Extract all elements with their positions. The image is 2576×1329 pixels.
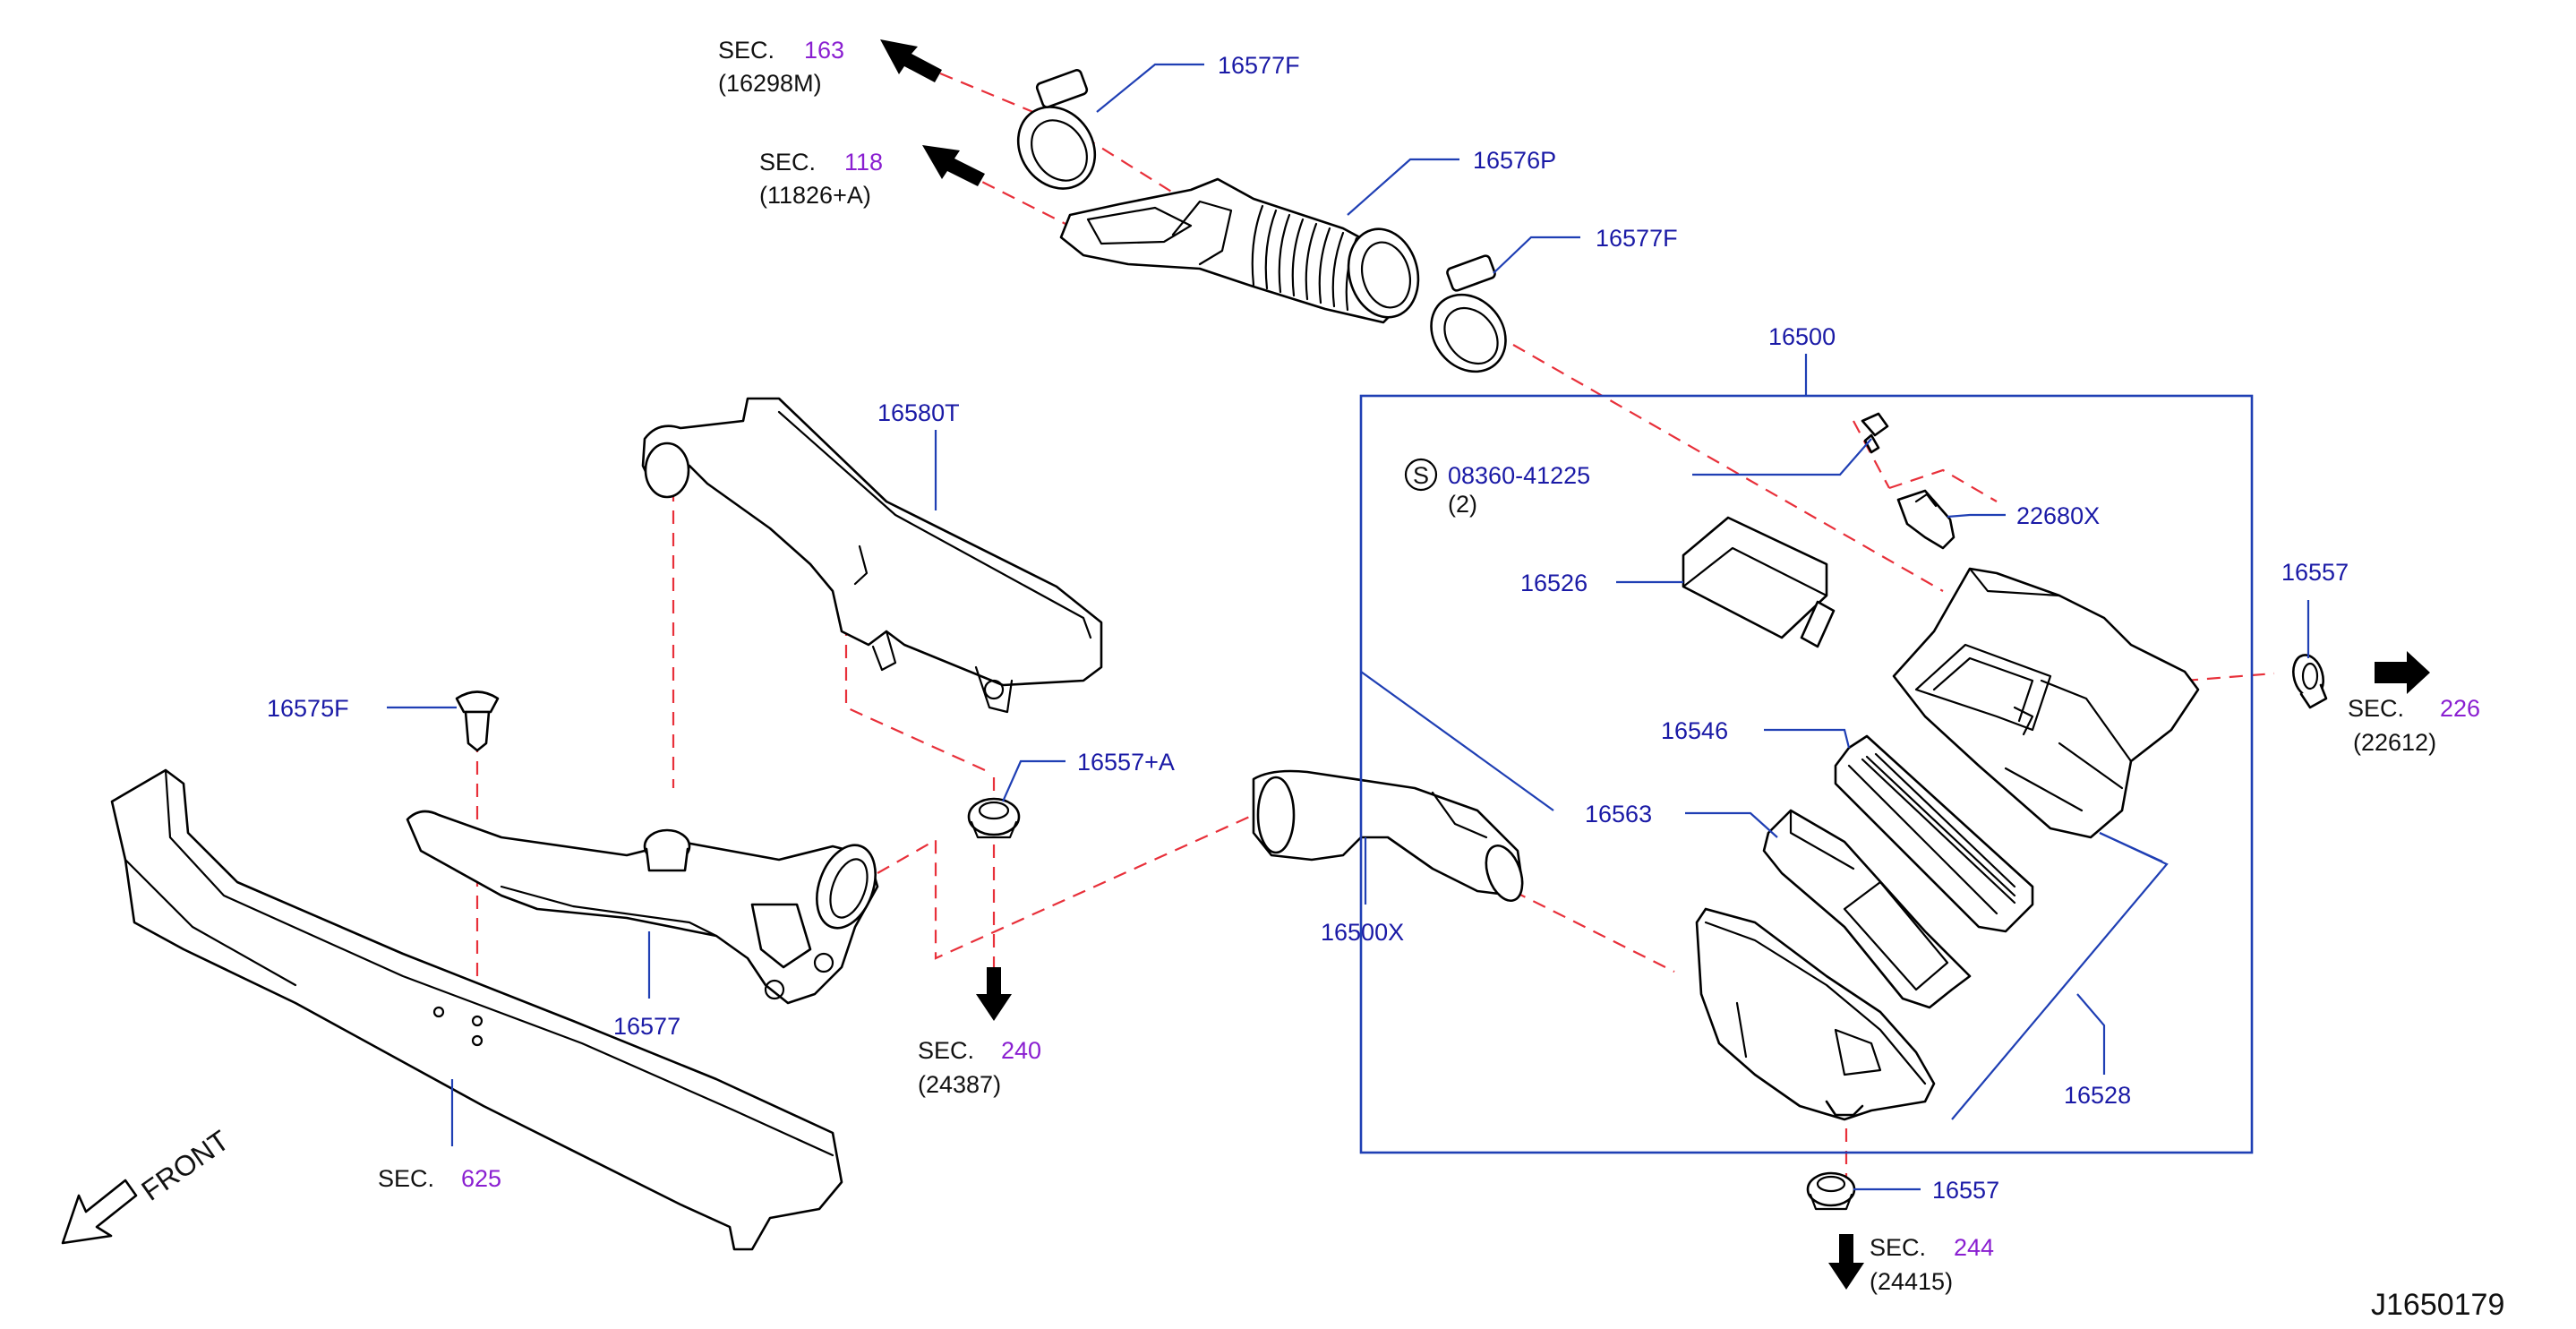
hose-clamp-mid [1430,254,1507,373]
section-number-226: 226 [2440,695,2480,722]
radiator-core-support [110,768,843,1251]
part-label-16557-bottom: 16557 [1932,1177,1999,1204]
part-label-16500X: 16500X [1321,919,1404,946]
bolt [1861,412,1889,454]
grommet-bottom [1806,1171,1856,1211]
section-sub-244: (24415) [1870,1268,1953,1295]
svg-text:SEC.: SEC. [378,1165,434,1192]
part-label-16580T: 16580T [877,399,960,426]
callouts: 16577F 16576P 16577F 16500 S 08360-41225… [267,52,2349,1204]
section-ref-118: SEC. 118 (11826+A) [759,149,883,209]
section-sub-118: (11826+A) [759,182,871,209]
part-label-16526: 16526 [1520,570,1588,596]
section-ref-240: SEC. 240 (24387) [918,1037,1041,1098]
arrow-sec163 [880,39,942,82]
section-references: SEC. 163 (16298M) SEC. 118 (11826+A) SEC… [378,37,2480,1295]
part-label-16557A: 16557+A [1077,749,1175,776]
air-flow-sensor [1896,489,1956,550]
part-label-16500: 16500 [1768,323,1836,350]
filter-frame [1762,809,1972,1009]
part-label-16546: 16546 [1661,717,1728,744]
section-sub-226: (22612) [2353,729,2436,756]
part-label-16563: 16563 [1585,801,1652,827]
standard-part-marker-letter: S [1413,462,1429,489]
hose-clamp-top [1016,69,1097,190]
svg-text:SEC.: SEC. [759,149,816,176]
section-number-163: 163 [804,37,844,64]
arrow-sec240 [976,967,1012,1021]
part-label-16575F: 16575F [267,695,349,722]
section-number-118: 118 [844,149,883,176]
lower-air-duct [406,810,879,1005]
section-number-244: 244 [1954,1234,1994,1261]
part-label-16577F-mid: 16577F [1596,225,1678,252]
grommet-right [2292,654,2328,709]
section-number-240: 240 [1001,1037,1041,1064]
diagram-code: J1650179 [2371,1288,2504,1322]
svg-text:SEC.: SEC. [2348,695,2404,722]
part-label-16557-right: 16557 [2281,559,2349,586]
part-label-08360-41225: 08360-41225 [1448,462,1590,489]
section-ref-244: SEC. 244 (24415) [1870,1234,1994,1295]
part-qty-08360-41225: (2) [1448,491,1477,518]
part-label-16528: 16528 [2064,1082,2131,1109]
front-arrow-icon [61,1179,138,1245]
front-label: FRONT [135,1124,235,1207]
standard-part-marker [1404,458,1438,492]
air-cleaner-upper-case [1892,567,2200,839]
air-filter-element [1834,734,2034,933]
section-ref-625: SEC. 625 [378,1165,501,1192]
direction-arrows [880,39,2430,1290]
svg-text:SEC.: SEC. [918,1037,974,1064]
air-inlet-duct [1252,769,1524,902]
section-sub-240: (24387) [918,1071,1001,1098]
air-duct-hose [1059,177,1420,324]
section-ref-163: SEC. 163 (16298M) [718,37,844,97]
resonator-duct [641,397,1103,714]
resonator-filter [1682,516,1836,648]
hose-ribs [1251,204,1358,312]
part-label-16577F-top: 16577F [1218,52,1300,79]
front-direction-indicator: FRONT [61,1124,235,1245]
arrow-sec118 [922,145,985,186]
svg-text:SEC.: SEC. [1870,1234,1926,1261]
section-ref-226: SEC. 226 (22612) [2348,695,2480,756]
grommet-a [967,797,1021,839]
part-label-16577: 16577 [613,1013,680,1040]
part-label-16576P: 16576P [1473,147,1556,174]
push-clip [455,690,500,752]
arrow-sec244 [1828,1234,1864,1290]
arrow-sec226 [2375,651,2430,694]
part-label-22680X: 22680X [2016,502,2100,529]
svg-text:SEC.: SEC. [718,37,775,64]
section-number-625: 625 [461,1165,501,1192]
section-sub-163: (16298M) [718,70,822,97]
air-cleaner-lower-case [1695,907,1936,1121]
